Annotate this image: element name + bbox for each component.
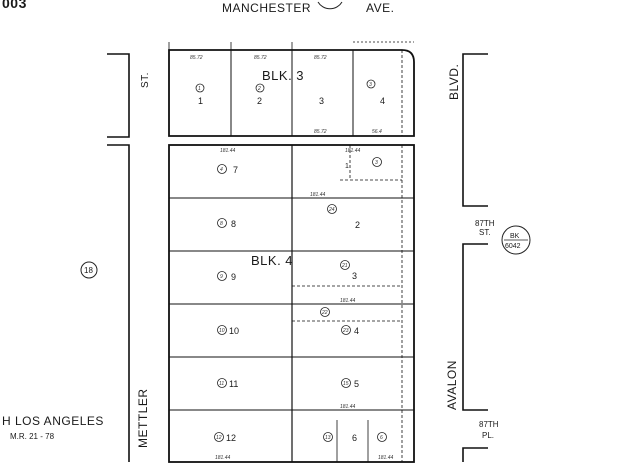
b4-right-parcel-number: 23 — [342, 328, 349, 334]
neighbor-parcel-number: 18 — [84, 266, 93, 275]
b4-dim: 181.44 — [345, 148, 361, 154]
b4-left-parcel-number: 12 — [216, 435, 222, 441]
b4-left-lot-number: 9 — [231, 272, 236, 282]
b4-right-lot-number: 3 — [352, 271, 357, 281]
b4-left-lot-number: 7 — [233, 165, 238, 175]
b4-right-parcel-circle — [372, 157, 382, 167]
b4-right-parcel-number: 3 — [375, 160, 378, 166]
b3-parcel-number: 1 — [198, 86, 201, 92]
street-label-mettler-st: ST. — [140, 72, 151, 88]
b4-left-lot-number: 8 — [231, 219, 236, 229]
book-badge-circle — [501, 225, 531, 255]
street-label-87th-st-suffix: ST. — [479, 228, 491, 237]
b4-right-lot-number: 2 — [355, 220, 360, 230]
street-label-avalon: AVALON — [445, 360, 459, 410]
street-label-87th-st: 87TH — [475, 219, 495, 228]
b4-right-parcel-circle — [341, 378, 351, 388]
tract-name: H LOS ANGELES — [2, 414, 104, 428]
b4-right-parcel-number: 13 — [325, 435, 331, 441]
b3-dim: 85.72 — [314, 55, 327, 61]
b4-left-parcel-circle — [214, 432, 224, 442]
b4-right-parcel-number: 24 — [328, 207, 335, 213]
top-left-fragment: 003 — [2, 0, 27, 11]
b3-lot-number: 2 — [257, 96, 262, 106]
b4-right-lot-number: 4 — [354, 326, 359, 336]
b4-right-parcel-circle — [327, 204, 337, 214]
b3-lot-number: 4 — [380, 96, 385, 106]
block-4-label: BLK. 4 — [251, 253, 293, 268]
b4-right-parcel-circle — [323, 432, 333, 442]
b3-parcel-number: 2 — [257, 86, 261, 92]
b4-dim: 181.44 — [340, 298, 356, 304]
b4-right-lot-number: 1 — [345, 163, 349, 170]
street-label-manchester: MANCHESTER — [222, 1, 311, 15]
b3-dim: 85.72 — [314, 129, 327, 135]
b4-right-parcel-number: 6 — [380, 435, 383, 441]
b3-lot-number: 3 — [319, 96, 324, 106]
b3-dim: 85.72 — [254, 55, 267, 61]
b3-parcel-number: 3 — [369, 82, 372, 88]
b4-dim: 181.44 — [340, 404, 356, 410]
b4-right-parcel-circle — [377, 432, 387, 442]
neighbor-parcel-circle — [80, 261, 98, 279]
block-3-label: BLK. 3 — [262, 68, 304, 83]
b3-parcel-circle — [366, 79, 376, 89]
b3-parcel-circle — [195, 83, 205, 93]
b4-left-lot-number: 12 — [226, 433, 236, 443]
b3-dim: 85.72 — [190, 55, 203, 61]
b4-left-parcel-circle — [217, 164, 227, 174]
b4-right-parcel-circle — [341, 325, 351, 335]
tract-reference: M.R. 21 - 78 — [10, 432, 55, 441]
b4-left-parcel-number: 9 — [220, 274, 223, 280]
block-3: BLK. 3 85.72 85.72 85.72 85.72 56.4 1 2 … — [168, 41, 415, 137]
block-3-outline — [168, 49, 415, 137]
b4-left-parcel-number: 10 — [219, 328, 225, 334]
book-badge-top: BK — [510, 233, 520, 240]
b3-parcel-circle — [255, 83, 265, 93]
b4-dim: 181.44 — [215, 455, 231, 461]
street-label-87th-pl-suffix: PL. — [482, 431, 494, 440]
b4-right-parcel-number: 22 — [321, 310, 328, 316]
b4-right-parcel-circle — [320, 307, 330, 317]
block-4: BLK. 4 181.44 181.44 181.44 181.44 181.4… — [168, 144, 415, 463]
b4-left-parcel-number: 4 — [220, 167, 223, 173]
curb-right-top — [462, 53, 488, 207]
street-label-manchester-ave: AVE. — [366, 1, 394, 15]
street-label-87th-pl: 87TH — [479, 420, 499, 429]
b4-dim: 181.44 — [310, 192, 326, 198]
curb-left-top — [107, 53, 130, 138]
b4-left-parcel-number: 11 — [219, 381, 224, 387]
b3-dim: 56.4 — [372, 129, 382, 135]
b4-left-parcel-circle — [217, 218, 227, 228]
b3-lot-number: 1 — [198, 96, 203, 106]
b4-dim: 181.44 — [220, 148, 236, 154]
b4-dim: 181.44 — [378, 455, 394, 461]
b4-left-lot-number: 10 — [229, 326, 239, 336]
b4-left-parcel-circle — [217, 325, 227, 335]
b4-right-parcel-number: 21 — [341, 263, 348, 269]
b4-right-lot-number: 6 — [352, 433, 357, 443]
curb-right-bottom — [462, 447, 488, 462]
manchester-circle-fragment — [317, 1, 343, 10]
b4-right-lot-number: 5 — [354, 379, 359, 389]
street-label-avalon-blvd: BLVD. — [447, 64, 461, 100]
b4-left-parcel-circle — [217, 378, 227, 388]
curb-right-middle — [462, 243, 488, 411]
curb-left-bottom — [107, 144, 130, 462]
b4-left-lot-number: 11 — [229, 379, 238, 389]
b4-right-parcel-circle — [340, 260, 350, 270]
b4-right-parcel-number: 15 — [343, 381, 349, 387]
b4-left-parcel-circle — [217, 271, 227, 281]
b4-left-parcel-number: 8 — [220, 221, 223, 227]
book-badge-bottom: 6042 — [505, 243, 521, 250]
street-label-mettler: METTLER — [136, 388, 150, 448]
